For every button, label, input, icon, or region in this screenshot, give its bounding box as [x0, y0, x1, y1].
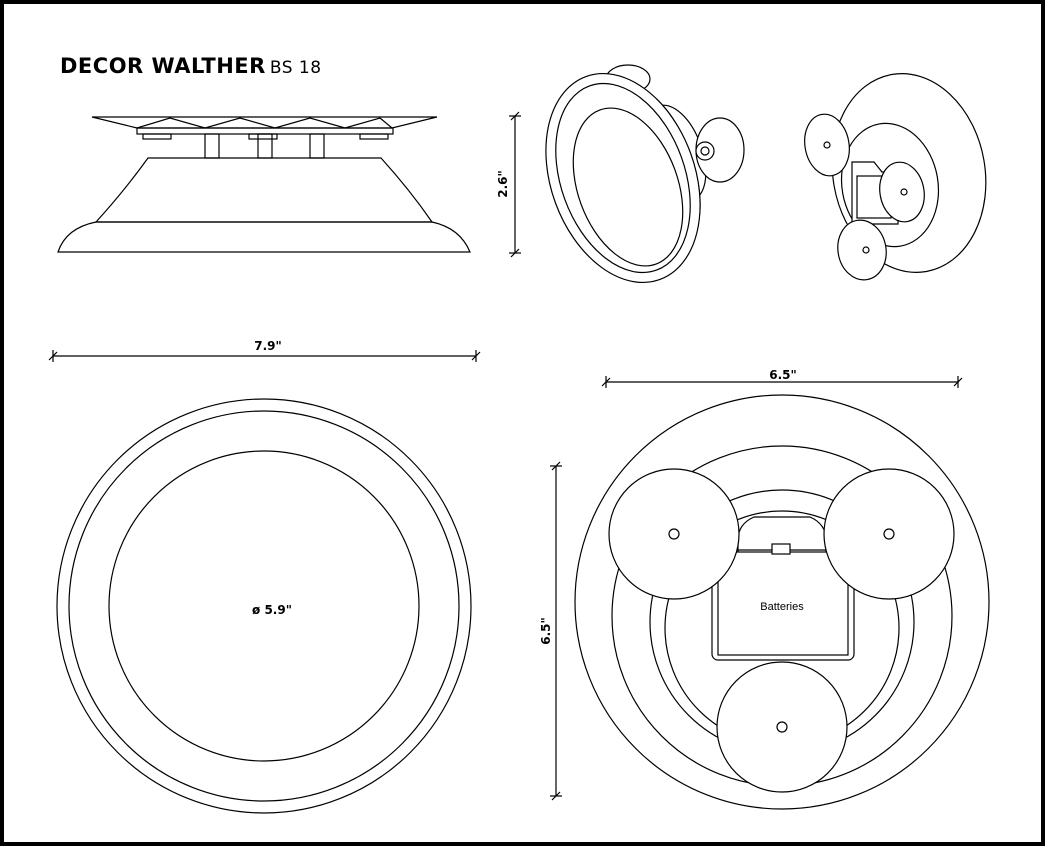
suction-cup-hole [668, 528, 680, 540]
suction-cup-right [823, 468, 955, 600]
back-view: Batteries [574, 394, 990, 810]
mount-post [204, 133, 220, 159]
height-dimension: 2.6" [496, 111, 521, 258]
height-label: 2.6" [496, 170, 510, 198]
suction-cup-bottom [716, 661, 848, 793]
mirror-backplate [136, 127, 394, 135]
back-height-dimension: 6.5" [539, 461, 562, 801]
back-height-label: 6.5" [539, 617, 553, 645]
brand-name: DECOR WALTHER [60, 54, 266, 78]
suction-body [94, 157, 434, 223]
battery-latch [771, 543, 791, 555]
mount-post [257, 133, 273, 159]
technical-drawing: 2.6" [48, 64, 990, 814]
diameter-label: ø 5.9" [252, 603, 292, 617]
suction-cup-left [804, 113, 850, 177]
back-perspective-view [804, 73, 987, 281]
model-number: BS 18 [269, 58, 322, 78]
back-width-dimension: 6.5" [601, 368, 963, 388]
width-label: 7.9" [254, 339, 282, 353]
suction-base [57, 221, 471, 253]
front-view: ø 5.9" [56, 398, 472, 814]
suction-cup-bottom [837, 219, 887, 281]
back-outer-rim [574, 394, 990, 810]
suction-cup-left [608, 468, 740, 600]
mirror-bevel-zigzag [136, 117, 393, 129]
back-width-label: 6.5" [769, 368, 797, 382]
suction-cup-right [879, 161, 925, 223]
mirror-outer-rim [545, 72, 701, 284]
front-mirror-glass [108, 450, 420, 762]
battery-compartment [717, 551, 849, 656]
mount-post [309, 133, 325, 159]
side-view [57, 116, 471, 253]
suction-cup-hole [883, 528, 895, 540]
suction-cup-hole [776, 721, 788, 733]
front-outer-rim [56, 398, 472, 814]
width-dimension: 7.9" [48, 339, 481, 362]
front-perspective-view [545, 64, 745, 284]
mirror-glass-perspective [572, 107, 684, 267]
batteries-label: Batteries [760, 601, 804, 613]
